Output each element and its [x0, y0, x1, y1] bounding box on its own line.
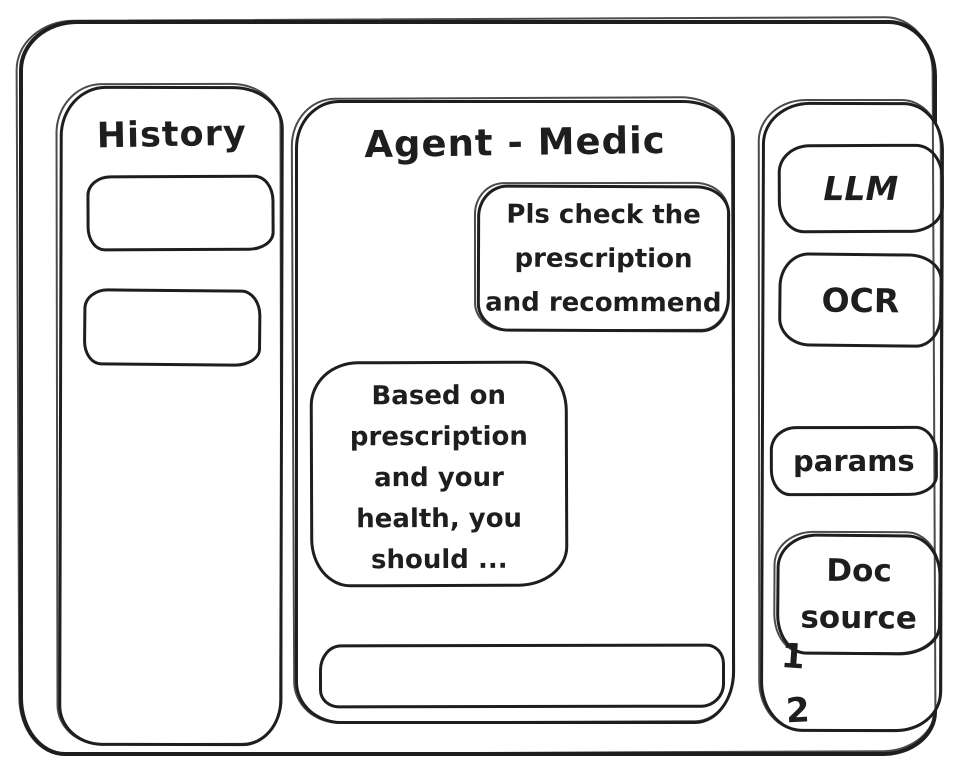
history-item-2[interactable] — [82, 288, 262, 367]
llm-button[interactable]: LLM — [777, 143, 944, 234]
params-button[interactable]: params — [769, 425, 938, 497]
ocr-button[interactable]: OCR — [777, 252, 943, 348]
history-panel: History — [58, 85, 284, 747]
tools-panel: LLM OCR params Doc source 1 2 — [759, 101, 945, 733]
chat-panel: Agent - Medic Pls check the prescription… — [295, 100, 735, 724]
app-frame: History Agent - Medic Pls check the pres… — [19, 20, 945, 756]
doc-source-item-2[interactable]: 2 — [785, 690, 811, 732]
history-item-1[interactable] — [86, 174, 275, 252]
chat-title: Agent - Medic — [364, 118, 666, 167]
user-message-bubble: Pls check the prescription and recommend — [476, 184, 731, 333]
history-title: History — [96, 113, 248, 157]
doc-source-item-1[interactable]: 1 — [779, 635, 807, 678]
assistant-message-bubble: Based on prescription and your health, y… — [309, 360, 569, 588]
message-input[interactable] — [318, 643, 726, 709]
